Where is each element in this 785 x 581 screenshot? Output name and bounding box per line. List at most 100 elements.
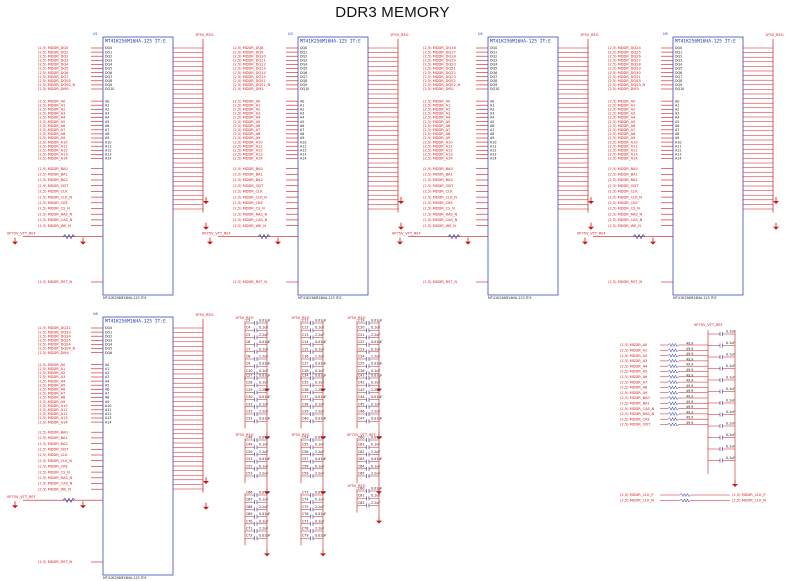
cap-value: 0.01uF	[259, 395, 270, 399]
clock-resistor	[679, 498, 691, 503]
term-resistor	[667, 342, 679, 348]
pin-name: DQ5	[490, 67, 497, 71]
pin-name: A11	[490, 144, 496, 148]
term-signal-label: (2,5) MDDR_A5	[620, 370, 647, 374]
cap-value: 0.1uF	[259, 443, 268, 447]
cap-value: 2.2uF	[371, 410, 380, 414]
signal-label: (2,5) MDDR_A3	[38, 112, 65, 116]
power-rail-label: 1P5V_REG	[390, 33, 409, 37]
signal-label: (2,5) MDDR_BA0	[38, 167, 69, 171]
signal-label: (2,5) MDDR_DQS0	[38, 79, 71, 83]
cap-rail-label: 1P5V_REG	[347, 316, 366, 320]
signal-label: (2,5) MDDR_DQ28	[608, 63, 641, 67]
cap-refdes: C45	[358, 402, 365, 406]
ground-symbol	[588, 226, 594, 230]
term-signal-label: (2,5) MDDR_A1	[620, 349, 647, 353]
signal-label: (2,5) MDDR_A5	[608, 120, 635, 124]
cap-refdes: C30	[246, 395, 253, 399]
signal-label: (2,5) MDDR_RAS_N	[608, 212, 642, 216]
chip-outline	[487, 36, 559, 296]
pin-name: DQ10	[300, 87, 309, 91]
signal-label: (2,5) MDDR_CS_N	[38, 470, 70, 474]
cap-value: 2.2uF	[371, 388, 380, 392]
cap-refdes: C67	[246, 498, 253, 502]
signal-label: (2,5) MDDR_BA2	[38, 442, 68, 446]
cap-refdes: C46	[358, 410, 365, 414]
term-signal-label: (2,5) MDDR_A4	[620, 364, 648, 368]
pin-name: A0	[675, 99, 679, 103]
reset-label: (2,5) MDDR_RST_N	[608, 280, 642, 284]
pin-name: A8	[490, 132, 494, 136]
pin-name: A12	[105, 149, 111, 153]
cap-refdes: C62	[358, 450, 365, 454]
signal-label: (2,5) MDDR_CS_N	[423, 207, 455, 211]
cap-value: 0.01uF	[371, 374, 382, 378]
signal-label: (2,5) MDDR_CS_N	[38, 207, 70, 211]
pin-name: A9	[490, 136, 494, 140]
cap-value: 0.1uF	[371, 369, 380, 373]
cap-refdes: C19	[358, 319, 365, 323]
term-resistor-value: 49.9	[686, 389, 693, 393]
signal-label: (2,5) MDDR_A10	[608, 140, 638, 144]
signal-label: (2,5) MDDR_A5	[38, 383, 65, 387]
signal-label: (2,5) MDDR_A14	[608, 157, 638, 161]
cap-refdes: C31	[246, 402, 253, 406]
cap-refdes: C9	[246, 362, 250, 366]
cap-value: 0.1uF	[259, 369, 268, 373]
signal-label: (2,5) MDDR_A2	[233, 108, 260, 112]
power-rail-label: 1P5V_REG	[765, 33, 784, 37]
cap-refdes: C39	[302, 410, 309, 414]
pin-name: A9	[675, 136, 679, 140]
pin-name: DQ0	[490, 46, 497, 50]
cap-value: 2.2uF	[315, 527, 324, 531]
reset-label: (2,5) MDDR_RST_N	[423, 280, 457, 284]
signal-label: (2,5) MDDR_A4	[423, 116, 451, 120]
cap-refdes: C82	[358, 501, 365, 505]
signal-label: (2,5) MDDR_BA1	[38, 173, 68, 177]
signal-label: (2,5) MDDR_CLK	[608, 190, 638, 194]
pin-name: A11	[105, 144, 111, 148]
signal-label: (2,5) MDDR_CLK	[233, 190, 263, 194]
cap-value: 2.2uF	[259, 505, 268, 509]
cap-value: 2.2uF	[315, 450, 324, 454]
signal-label: (2,5) MDDR_CKE	[233, 201, 263, 205]
ground-symbol	[203, 226, 209, 230]
signal-label: (2,5) MDDR_CKE	[608, 201, 638, 205]
ground-symbol	[773, 200, 779, 204]
ground-symbol	[12, 505, 18, 509]
cap-refdes: C44	[358, 395, 365, 399]
cap-refdes: C41	[358, 374, 365, 378]
cap-value: 2.2uF	[371, 333, 380, 337]
chip-part-number: MT41K256M16HA-125 IT:E	[300, 39, 361, 45]
signal-label: (2,5) MDDR_CAS_N	[38, 482, 73, 486]
signal-label: (2,5) MDDR_CLK_N	[608, 195, 642, 199]
cap-value: 2.2uF	[371, 355, 380, 359]
pin-name: A2	[300, 108, 304, 112]
cap-refdes: C78	[302, 527, 309, 531]
reset-label: (2,5) MDDR_RST_N	[38, 560, 72, 564]
cap-refdes: C14	[302, 340, 309, 344]
signal-label: (2,5) MDDR_A11	[233, 144, 263, 148]
signal-label: (2,5) MDDR_A11	[608, 144, 638, 148]
chip-refdes: U4	[478, 32, 483, 36]
pin-name: A10	[105, 404, 111, 408]
resistor-symbol	[447, 233, 461, 240]
pin-name: A3	[490, 112, 494, 116]
signal-label: (2,5) MDDR_A2	[608, 108, 635, 112]
signal-label: (2,5) MDDR_DQ29	[608, 67, 641, 71]
signal-label: (2,5) MDDR_DQS4	[38, 343, 71, 347]
term-signal-label: (2,5) MDDR_A7	[620, 380, 647, 384]
chip-part-number: MT41K256M16HA-125 IT:E	[675, 39, 736, 45]
cap-value: 2.2uF	[371, 501, 380, 505]
pin-name: A14	[105, 157, 111, 161]
cap-value: 0.1uF	[315, 347, 324, 351]
signal-label: (2,5) MDDR_A3	[38, 375, 65, 379]
term-resistor	[667, 353, 679, 358]
signal-label: (2,5) MDDR_CLK	[38, 190, 68, 194]
cap-refdes: C81	[358, 494, 365, 498]
term-resistor-value: 49.9	[686, 410, 693, 414]
cap-refdes: C55	[302, 443, 309, 447]
